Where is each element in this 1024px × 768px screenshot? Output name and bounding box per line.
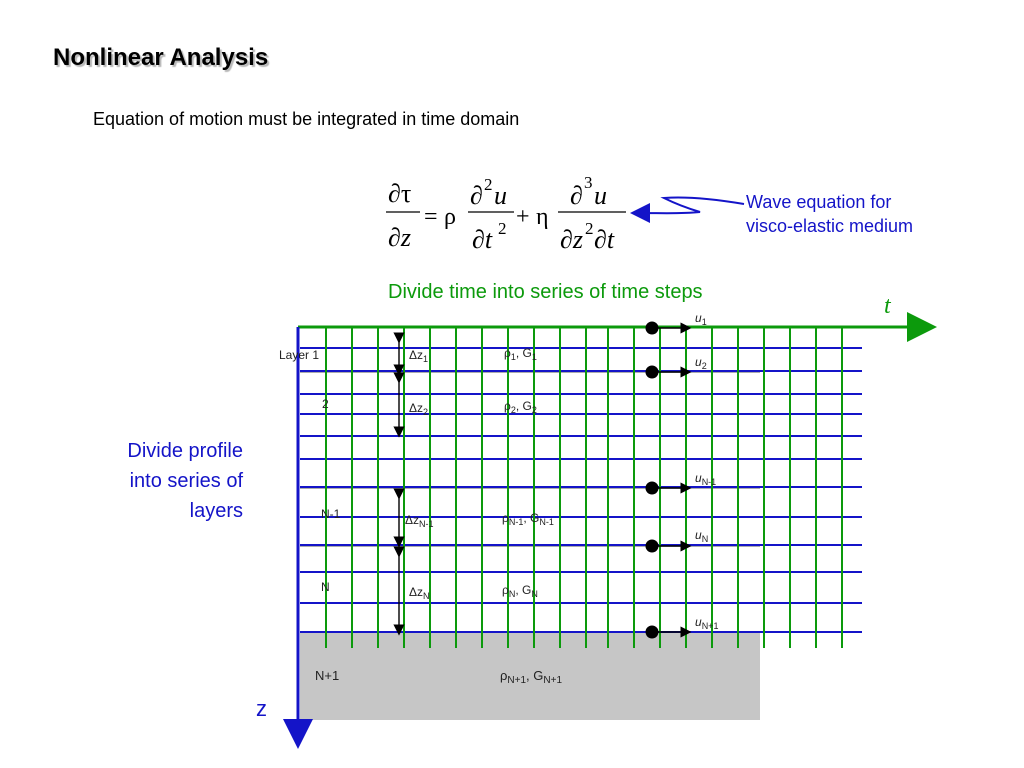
- eq-rho: ρ: [444, 204, 456, 230]
- eq-lhs-numerator: ∂τ: [388, 179, 411, 208]
- eq-t2-den-a: ∂z: [560, 225, 583, 254]
- props-label-1: ρ1, G1: [504, 346, 537, 362]
- thickness-labels: Δz1 Δz2 ΔzN-1 ΔzN: [405, 348, 434, 601]
- dz-label-n: ΔzN: [409, 585, 430, 601]
- equation-pointer-arrow: [630, 196, 745, 224]
- wave-equation-note: Wave equation for visco-elastic medium: [746, 190, 913, 238]
- displacement-nodes: [645, 321, 692, 639]
- eq-lhs-denominator: ∂z: [388, 223, 411, 252]
- layer-label-n-minus-1: N-1: [321, 507, 341, 521]
- props-label-n-plus-1: ρN+1, GN+1: [500, 668, 562, 686]
- node-dot: [645, 365, 659, 379]
- node-dot: [645, 539, 659, 553]
- u-label-n-plus-1: uN+1: [695, 615, 718, 631]
- eq-equals: =: [424, 204, 438, 230]
- time-steps-note: Divide time into series of time steps: [388, 281, 703, 303]
- layer-label-2: 2: [322, 397, 329, 411]
- props-label-n-minus-1: ρN-1, GN-1: [502, 511, 554, 527]
- layer-labels: Layer 1 2 N-1 N N+1: [279, 348, 341, 683]
- depth-grid-lines: [300, 347, 862, 633]
- layer-label-1: Layer 1: [279, 348, 319, 362]
- eq-t2-num-d: ∂: [570, 181, 583, 210]
- wave-note-line-1: Wave equation for: [746, 192, 892, 212]
- eq-eta: η: [536, 204, 549, 230]
- node-dot: [645, 625, 659, 639]
- profile-note-line-1: Divide profile: [127, 440, 243, 462]
- props-label-n: ρN, GN: [502, 583, 538, 599]
- property-labels: ρ1, G1 ρ2, G2 ρN-1, GN-1 ρN, GN ρN+1, GN…: [500, 346, 562, 686]
- eq-t1-num-d: ∂: [470, 181, 483, 210]
- eq-t2-num-var: u: [594, 181, 607, 210]
- t-axis-label: t: [884, 293, 891, 319]
- eq-t1-den-exp: 2: [498, 219, 507, 238]
- u-label-n-minus-1: uN-1: [695, 471, 716, 487]
- u-label-1: u1: [695, 311, 707, 327]
- node-dot: [645, 321, 659, 335]
- dz-label-n-minus-1: ΔzN-1: [405, 513, 434, 529]
- eq-t1-num-var: u: [494, 181, 507, 210]
- slide-title: Nonlinear Analysis: [53, 44, 269, 71]
- u-label-2: u2: [695, 355, 707, 371]
- eq-plus: +: [516, 204, 530, 230]
- profile-note-line-3: layers: [189, 500, 243, 522]
- u-label-n: uN: [695, 528, 708, 544]
- props-label-2: ρ2, G2: [504, 399, 537, 415]
- eq-t2-den-exp: 2: [585, 219, 594, 238]
- eq-t2-den-b: ∂t: [594, 225, 615, 254]
- layer-label-n: N: [321, 580, 330, 594]
- wave-equation: ∂τ ∂z = ρ ∂ 2 u ∂t 2 + η ∂ 3 u ∂z 2 ∂t: [386, 173, 626, 254]
- displacement-labels: u1 u2 uN-1 uN uN+1: [695, 311, 718, 631]
- dz-label-2: Δz2: [409, 401, 428, 417]
- slide-subtitle: Equation of motion must be integrated in…: [93, 109, 520, 129]
- profile-note-line-2: into series of: [129, 470, 243, 492]
- profile-note: Divide profile into series of layers: [80, 436, 243, 526]
- half-space-region: [300, 632, 760, 720]
- eq-t1-den-var: ∂t: [472, 225, 493, 254]
- eq-t2-num-exp: 3: [584, 173, 593, 192]
- node-dot: [645, 481, 659, 495]
- wave-note-line-2: visco-elastic medium: [746, 216, 914, 236]
- z-axis-label: z: [256, 696, 267, 721]
- layer-label-n-plus-1: N+1: [315, 668, 339, 683]
- eq-t1-num-exp: 2: [484, 175, 493, 194]
- dz-label-1: Δz1: [409, 348, 428, 364]
